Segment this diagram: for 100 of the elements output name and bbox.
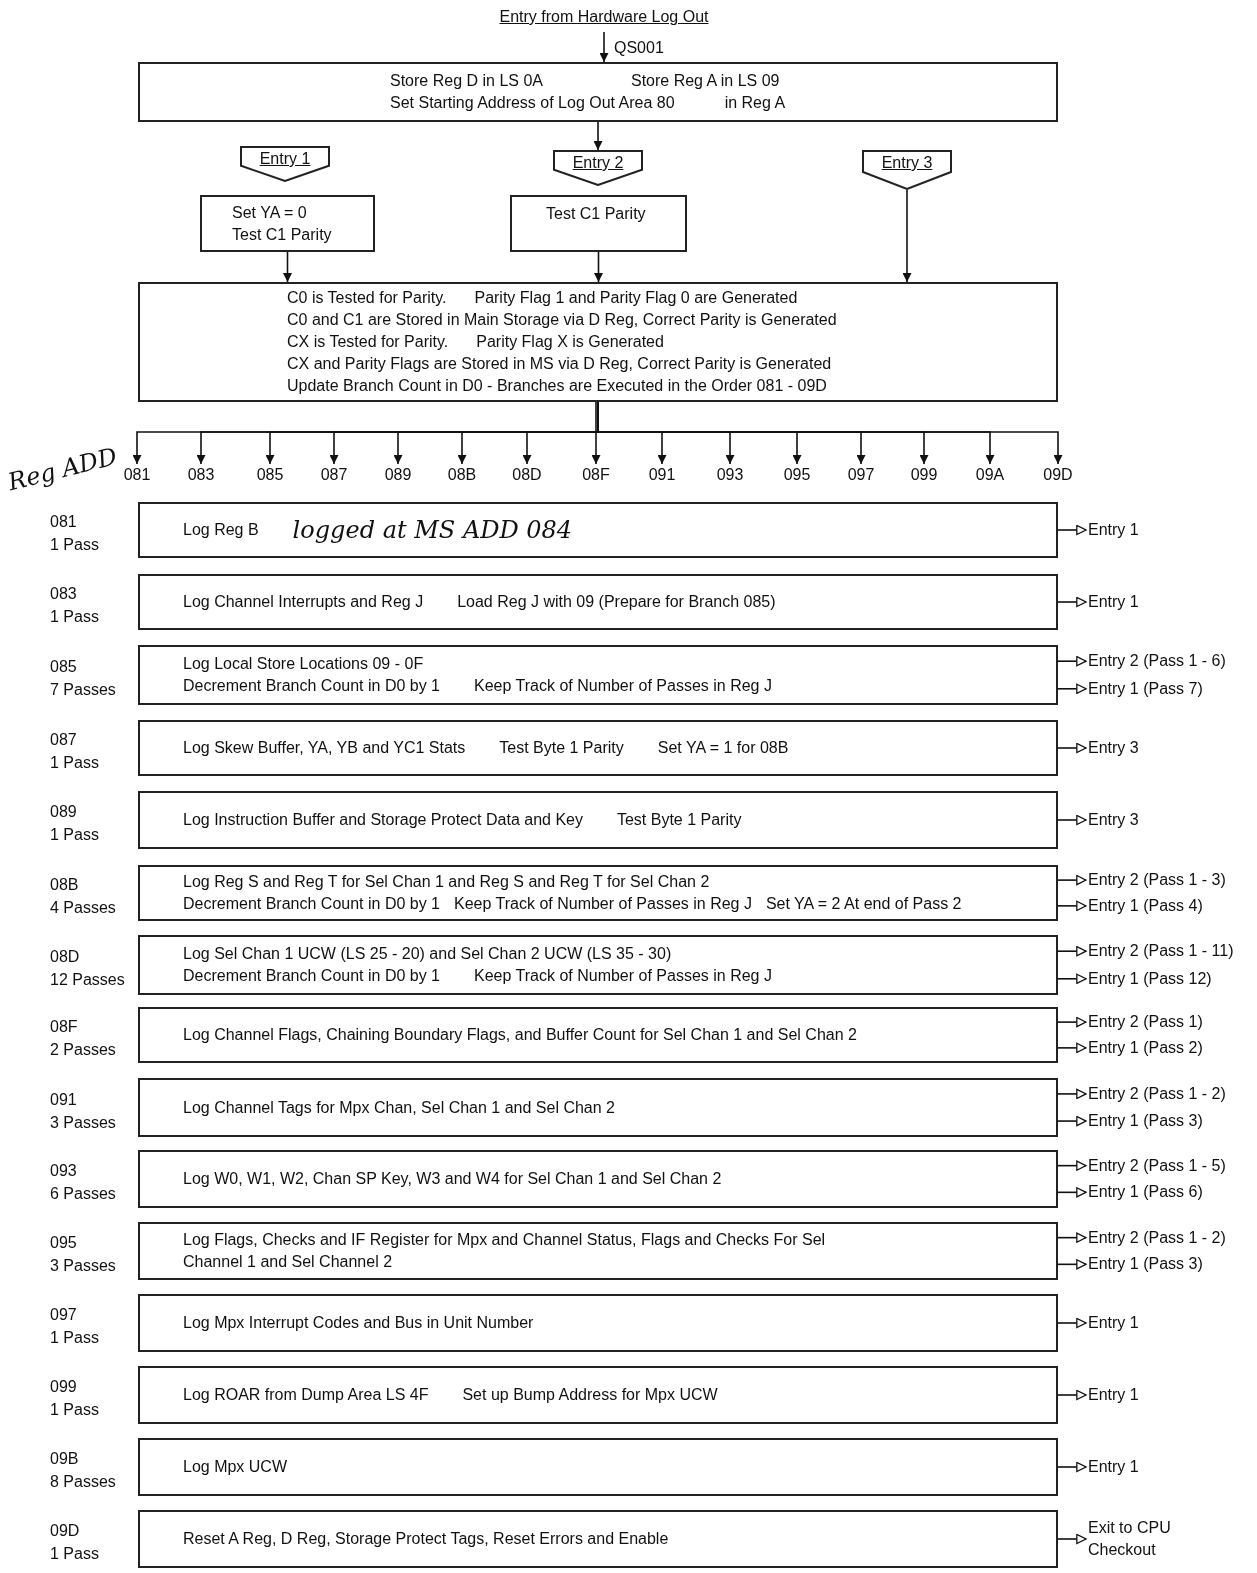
exit-arrow	[1057, 1461, 1087, 1473]
exit-arrow	[1057, 1088, 1087, 1100]
exit-arrow	[1057, 655, 1087, 667]
step-text: Log Sel Chan 1 UCW (LS 25 - 20) and Sel Chan 2 UCW (LS 35 - 30)	[183, 944, 672, 964]
arrow	[283, 251, 292, 283]
step-text: Decrement Branch Count in D0 by 1	[183, 676, 440, 696]
step-text: Keep Track of Number of Passes in Reg J	[454, 894, 752, 914]
step-text: Set Starting Address of Log Out Area 80	[390, 93, 675, 113]
exit-text: Entry 1 (Pass 3)	[1088, 1254, 1204, 1275]
branch-address: 083	[50, 584, 77, 604]
arrow	[599, 31, 609, 63]
pass-count: 1 Pass	[50, 607, 99, 627]
branch-address: 093	[50, 1161, 77, 1181]
exit-arrow	[1057, 1160, 1087, 1171]
exit-text: Entry 1 (Pass 4)	[1088, 895, 1204, 916]
connector-label: Entry 3	[881, 153, 933, 173]
step-text: in Reg A	[724, 93, 786, 113]
step-text: Log Channel Interrupts and Reg J	[183, 592, 424, 612]
step-text: Log Skew Buffer, YA, YB and YC1 Stats	[183, 738, 466, 758]
exit-arrow	[1057, 1016, 1087, 1028]
branch-address: 091	[647, 465, 677, 485]
connector-label: Entry 1	[259, 149, 311, 169]
branch-address: 087	[319, 465, 349, 485]
step-text: Log Instruction Buffer and Storage Protect Data and Key	[183, 810, 583, 830]
branch-address: 081	[122, 465, 152, 485]
branch-address: 085	[50, 657, 77, 677]
pass-count: 3 Passes	[50, 1256, 116, 1276]
step-text: Log Mpx Interrupt Codes and Bus in Unit Number	[183, 1313, 534, 1333]
step-text: Test Byte 1 Parity	[499, 738, 624, 758]
branch-address: 099	[50, 1377, 77, 1397]
branch-address: 09D	[1042, 465, 1074, 485]
step-text: Decrement Branch Count in D0 by 1	[183, 894, 440, 914]
exit-arrow	[1057, 900, 1087, 912]
step-text: Decrement Branch Count in D0 by 1	[183, 966, 440, 986]
branch-address: 08B	[446, 465, 478, 485]
arrow	[593, 121, 603, 151]
step-text: Log Mpx UCW	[183, 1457, 288, 1477]
entry-text: Entry from Hardware Log Out	[498, 7, 710, 27]
step-text: Set up Bump Address for Mpx UCW	[462, 1385, 718, 1405]
pass-count: 1 Pass	[50, 1328, 99, 1348]
step-text: Log W0, W1, W2, Chan SP Key, W3 and W4 for Sel Chan 1 and Sel Chan 2	[183, 1169, 722, 1189]
step-text: Log Reg B	[183, 520, 259, 540]
pass-count: 7 Passes	[50, 680, 116, 700]
exit-text: Entry 1 (Pass 6)	[1088, 1182, 1204, 1203]
arrow	[594, 251, 603, 283]
pass-count: 1 Pass	[50, 535, 99, 555]
pass-count: 1 Pass	[50, 1544, 99, 1564]
exit-text: Entry 2 (Pass 1 - 3)	[1088, 870, 1227, 891]
step-text: Log Channel Flags, Chaining Boundary Flags, and Buffer Count for Sel Chan 1 and Sel Chan 2	[183, 1025, 857, 1045]
exit-text: Entry 2 (Pass 1 - 5)	[1088, 1155, 1227, 1176]
exit-text: Entry 1	[1088, 592, 1140, 612]
pass-count: 4 Passes	[50, 898, 116, 918]
pass-count: 3 Passes	[50, 1112, 116, 1133]
step-text: Update Branch Count in D0 - Branches are Executed in the Order 081 - 09D	[287, 376, 827, 396]
step-text: Log Flags, Checks and IF Register for Mpx and Channel Status, Flags and Checks For Sel Channel 1 and Sel Channel 2	[183, 1230, 827, 1272]
handwritten-note: logged at MS ADD 084	[292, 519, 573, 541]
step-text: Test C1 Parity	[232, 224, 332, 245]
exit-text: Entry 2 (Pass 1 - 11)	[1088, 941, 1235, 962]
pass-count: 1 Pass	[50, 1400, 99, 1420]
exit-arrow	[1057, 874, 1087, 886]
branch-address: 083	[186, 465, 216, 485]
branch-address: 08D	[511, 465, 543, 485]
branch-address: 089	[383, 465, 413, 485]
step-text: Set YA = 2 At end of Pass 2	[765, 894, 962, 914]
exit-arrow	[1057, 1187, 1087, 1198]
exit-arrow	[1057, 1259, 1087, 1270]
step-text: Store Reg A in LS 09	[630, 71, 780, 91]
branch-address: 095	[50, 1233, 77, 1253]
step-text: Test Byte 1 Parity	[616, 810, 742, 830]
branch-address: 081	[50, 512, 77, 532]
arrow	[591, 401, 601, 465]
pass-count: 12 Passes	[50, 970, 125, 990]
exit-arrow	[1057, 524, 1087, 536]
exit-text: Entry 1 (Pass 12)	[1088, 968, 1213, 989]
handwritten-note: Reg ADD	[6, 445, 120, 494]
branch-address: 08B	[50, 875, 79, 895]
exit-arrow	[1057, 814, 1087, 826]
branch-address: 089	[50, 802, 77, 822]
step-text: Log ROAR from Dump Area LS 4F	[183, 1385, 429, 1405]
step-text: Keep Track of Number of Passes in Reg J	[474, 966, 772, 986]
step-text: Reset A Reg, D Reg, Storage Protect Tags, Reset Errors and Enable	[183, 1529, 669, 1549]
exit-text: Entry 1 (Pass 3)	[1088, 1111, 1204, 1132]
pass-count: 6 Passes	[50, 1184, 116, 1204]
pass-count: 1 Pass	[50, 825, 99, 845]
branch-address: 08F	[581, 465, 611, 485]
exit-arrow	[1057, 945, 1087, 957]
branch-address: 085	[255, 465, 285, 485]
branch-address: 09B	[50, 1449, 79, 1469]
step-text: Log Reg S and Reg T for Sel Chan 1 and Reg S and Reg T for Sel Chan 2	[183, 872, 710, 892]
step-text: Load Reg J with 09 (Prepare for Branch 085)	[457, 592, 776, 612]
pass-count: 2 Passes	[50, 1040, 116, 1060]
branch-address: 093	[715, 465, 745, 485]
branch-address: 097	[50, 1305, 77, 1325]
step-text: Log Channel Tags for Mpx Chan, Sel Chan 1 and Sel Chan 2	[183, 1097, 615, 1118]
branch-address: 08F	[50, 1017, 78, 1037]
step-text: Parity Flag 1 and Parity Flag 0 are Generated	[474, 288, 798, 308]
step-text: Keep Track of Number of Passes in Reg J	[474, 676, 772, 696]
exit-text: Entry 1	[1088, 520, 1140, 540]
step-text: Set YA = 0	[232, 202, 307, 223]
exit-text: Entry 1 (Pass 7)	[1088, 678, 1204, 699]
